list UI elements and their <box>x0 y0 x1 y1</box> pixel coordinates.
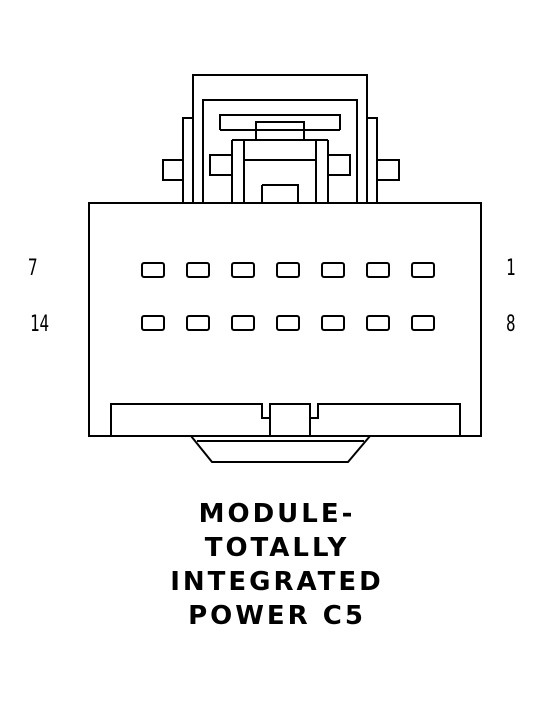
connector-bottom-rail <box>110 403 461 436</box>
caption-line: INTEGRATED <box>170 567 384 597</box>
pin-cavity <box>231 262 255 278</box>
pin-cavity <box>231 315 255 331</box>
caption-line: POWER C5 <box>188 601 366 631</box>
pin-cavity <box>186 262 210 278</box>
pin-cavity <box>321 262 345 278</box>
caption-line: TOTALLY <box>204 533 350 563</box>
pin-cavity <box>141 315 165 331</box>
caption-line: MODULE- <box>198 499 356 529</box>
pin-cavity <box>321 315 345 331</box>
pin-label-1: 1 <box>506 256 516 281</box>
pin-cavity <box>411 262 435 278</box>
pin-cavities <box>141 262 435 331</box>
connector-caption: MODULE- TOTALLY INTEGRATED POWER C5 <box>0 497 554 633</box>
pin-cavity <box>276 315 300 331</box>
pin-cavity <box>366 262 390 278</box>
pin-cavity <box>186 315 210 331</box>
pin-label-8: 8 <box>506 312 516 337</box>
connector-latch <box>162 74 400 203</box>
connector-key <box>188 435 373 463</box>
pin-cavity <box>366 315 390 331</box>
pin-cavity <box>141 262 165 278</box>
pin-label-7: 7 <box>28 256 38 281</box>
pin-cavity <box>276 262 300 278</box>
pin-cavity <box>411 315 435 331</box>
pin-label-14: 14 <box>30 312 50 337</box>
